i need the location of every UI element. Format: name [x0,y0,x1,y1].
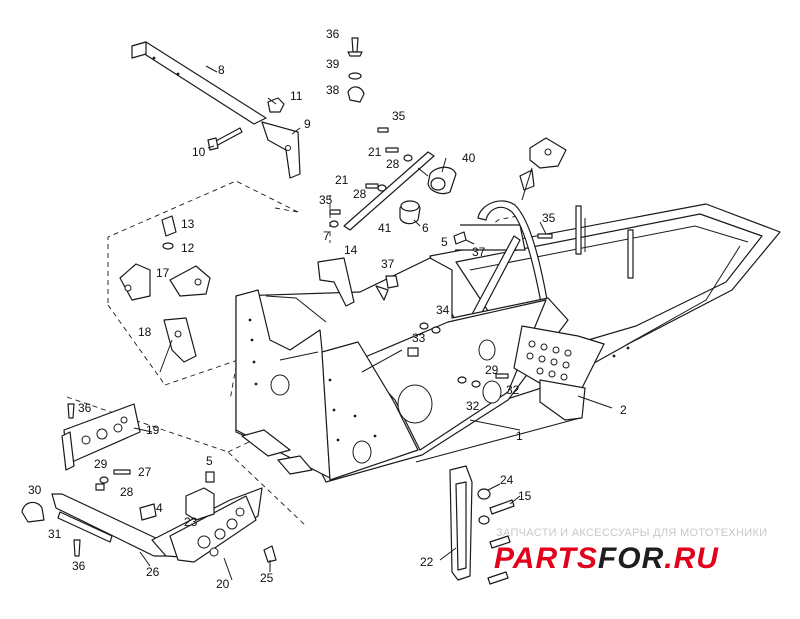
center-fasteners [457,373,509,388]
callout-41: 41 [378,221,392,235]
callout-36-top: 36 [326,27,340,41]
callout-36-left: 36 [78,401,92,415]
lower-left-assembly [51,471,277,563]
callout-35-left: 35 [319,193,333,207]
watermark-logo-ru: .RU [664,542,719,575]
callout-34: 34 [436,303,450,317]
callout-30: 30 [28,483,42,497]
callout-18: 18 [138,325,152,339]
callout-32-center: 32 [466,399,480,413]
callout-19: 19 [146,423,160,437]
callout-25: 25 [260,571,274,585]
callout-31: 31 [48,527,62,541]
callout-32-right: 32 [506,383,520,397]
callout-22: 22 [420,555,434,569]
callout-9: 9 [304,117,311,131]
callout-17: 17 [156,266,170,280]
callout-6: 6 [422,221,429,235]
callout-5-bottom: 5 [206,454,213,468]
callout-27: 27 [138,465,152,479]
callout-35-right: 35 [542,211,556,225]
callout-10: 10 [192,145,206,159]
callout-37-middle: 37 [381,257,395,271]
arm-8-assembly [131,41,301,179]
callout-11: 11 [290,89,303,103]
callout-2: 2 [620,403,627,417]
callout-38: 38 [326,83,340,97]
bracket-14-group [317,257,441,357]
callout-39: 39 [326,57,340,71]
callout-5-top: 5 [441,235,448,249]
callout-20: 20 [216,577,230,591]
callout-8: 8 [218,63,225,77]
upper-bolt-group [329,127,457,231]
callout-7: 7 [323,229,330,243]
callout-28-middle: 28 [353,187,367,201]
callout-13: 13 [181,217,195,231]
watermark-tagline: ЗАПЧАСТИ И АКСЕССУАРЫ ДЛЯ МОТОТЕХНИКИ [496,527,767,539]
callout-1: 1 [516,429,523,443]
callout-14: 14 [344,243,358,257]
watermark-logo: PARTSFOR.RU [494,542,719,575]
callout-26: 26 [146,565,160,579]
callout-15: 15 [518,489,532,503]
watermark-logo-parts: PARTS [494,542,598,575]
upper-right-bracket [519,137,567,201]
callout-21-top: 21 [368,145,382,159]
top-fasteners [347,37,365,103]
far-left-parts [21,501,157,557]
callout-35-top: 35 [392,109,406,123]
callout-24: 24 [500,473,514,487]
callout-36-bottom: 36 [72,559,86,573]
right-fasteners [453,231,553,245]
callout-28-left: 28 [120,485,134,499]
callout-labels: 1 2 4 5 5 6 7 8 9 10 11 12 13 14 15 17 1… [28,27,627,591]
left-small-fasteners [95,469,131,491]
callout-28-top: 28 [386,157,400,171]
callout-21-middle: 21 [335,173,349,187]
callout-23: 23 [184,515,198,529]
callout-4: 4 [156,501,163,515]
main-frame [235,200,781,483]
callout-37-right: 37 [472,245,486,259]
watermark-logo-for: FOR [598,542,664,575]
bracket-22-assembly [449,465,515,585]
callout-12: 12 [181,241,195,255]
bracket-17-18-assembly [119,215,211,363]
leader-lines [133,65,613,581]
callout-29-left: 29 [94,457,108,471]
plate-19-assembly [61,403,141,471]
callout-40: 40 [462,151,476,165]
callout-33: 33 [412,331,426,345]
callout-29-center: 29 [485,363,499,377]
watermark: ЗАПЧАСТИ И АКСЕССУАРЫ ДЛЯ МОТОТЕХНИКИ PA… [494,527,767,575]
